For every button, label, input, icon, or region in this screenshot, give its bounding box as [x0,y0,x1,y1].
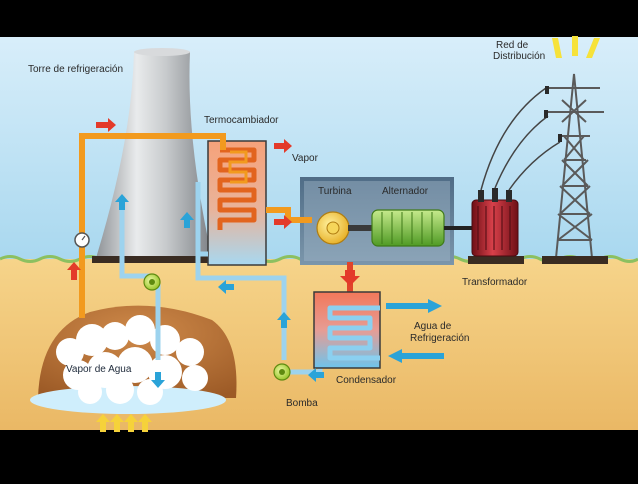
cooling-water-in-arrow [388,349,402,363]
label-transformer: Transformador [462,277,528,288]
label-distribution-2: Distribución [493,51,546,62]
transmission-tower-base [542,256,608,264]
bottom-black-band [0,430,638,479]
label-cooling-water-2: Refrigeración [410,333,470,344]
red-flow-arrows [67,118,360,286]
pump-lower-hub [279,369,285,375]
tower-insulators [544,86,562,142]
alternator-fins [381,212,433,244]
hot-fluid-pipe [79,133,226,318]
electricity-bolts [552,36,600,58]
label-heat-exchanger: Termocambiador [204,115,279,126]
transformer-ribs [477,206,511,250]
label-cooling-tower: Torre de refrigeración [28,64,124,75]
top-black-band [0,0,638,37]
label-pump: Bomba [286,398,318,409]
turbine-hub [326,221,340,235]
steam-cloud [56,315,208,405]
label-steam: Vapor [292,153,318,164]
transformer [471,199,519,257]
condenser-coil [327,305,380,361]
label-alternator: Alternador [382,186,429,197]
blue-flow-arrows [115,194,324,388]
transmission-tower [544,73,604,259]
cooling-water-out-arrow [428,299,442,313]
pump-upper-hub [149,279,155,285]
power-lines [480,87,561,191]
label-cooling-water-1: Agua de [414,321,452,332]
label-condenser: Condensador [336,375,397,386]
transformer-insulators [478,188,512,202]
heat-exchanger-coil-inner [228,150,248,184]
pressure-gauge-needle [81,235,86,241]
alternator [371,209,445,247]
heat-arrows [96,414,152,432]
cooling-tower-base [92,256,216,263]
turbine-shaft [348,225,372,231]
transformer-base [468,256,524,264]
heat-exchanger-coil-hot [217,147,257,230]
cooling-tower-top [134,48,190,56]
alternator-cable [444,226,472,230]
return-pipe-left [119,196,150,279]
label-distribution-1: Red de [496,40,529,51]
label-water-vapor: Vapor de Agua [66,364,132,375]
label-turbine: Turbina [318,186,352,197]
steam-to-turbine-pipe [266,207,312,223]
